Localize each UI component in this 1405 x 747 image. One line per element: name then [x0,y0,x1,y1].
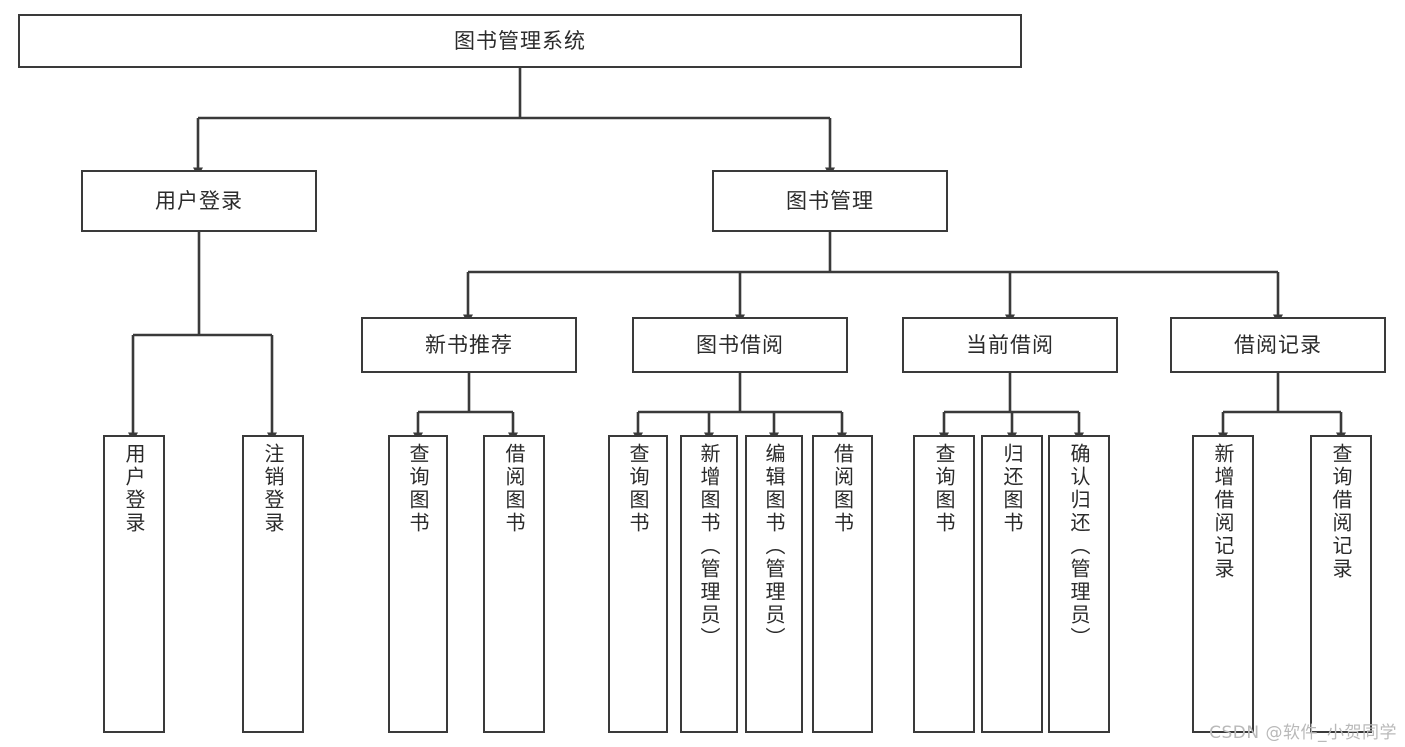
node-label: 借阅图书 [502,443,526,535]
leaf-query-books[interactable]: 查询图书 [608,435,668,733]
node-label: 新书推荐 [425,332,513,357]
node-label: 查询图书 [932,443,956,535]
node-user-login[interactable]: 用户登录 [81,170,317,232]
node-label: 新增图书（管理员） [697,443,721,650]
leaf-query-books-current[interactable]: 查询图书 [913,435,975,733]
node-book-borrow[interactable]: 图书借阅 [632,317,848,373]
leaf-return-books[interactable]: 归还图书 [981,435,1043,733]
node-borrow-record[interactable]: 借阅记录 [1170,317,1386,373]
node-current-borrow[interactable]: 当前借阅 [902,317,1118,373]
node-label: 查询图书 [406,443,430,535]
leaf-add-borrow-record[interactable]: 新增借阅记录 [1192,435,1254,733]
node-label: 确认归还（管理员） [1067,443,1091,650]
node-new-book-recommend[interactable]: 新书推荐 [361,317,577,373]
node-label: 查询借阅记录 [1329,443,1353,581]
leaf-query-books-new[interactable]: 查询图书 [388,435,448,733]
leaf-add-book-admin[interactable]: 新增图书（管理员） [680,435,738,733]
node-label: 归还图书 [1000,443,1024,535]
node-label: 查询图书 [626,443,650,535]
node-label: 用户登录 [155,188,243,213]
node-label: 用户登录 [122,443,146,535]
node-label: 图书管理 [786,188,874,213]
node-label: 注销登录 [261,443,285,535]
leaf-edit-book-admin[interactable]: 编辑图书（管理员） [745,435,803,733]
leaf-logout[interactable]: 注销登录 [242,435,304,733]
node-book-management[interactable]: 图书管理 [712,170,948,232]
node-label: 当前借阅 [966,332,1054,357]
node-label: 借阅图书 [830,443,855,535]
node-label: 新增借阅记录 [1211,443,1235,581]
leaf-confirm-return-admin[interactable]: 确认归还（管理员） [1048,435,1110,733]
leaf-borrow-books[interactable]: 借阅图书 [812,435,873,733]
leaf-borrow-books-new[interactable]: 借阅图书 [483,435,545,733]
node-label: 图书借阅 [696,332,784,357]
node-label: 借阅记录 [1234,332,1322,357]
node-label: 图书管理系统 [454,28,586,53]
leaf-user-login[interactable]: 用户登录 [103,435,165,733]
node-root[interactable]: 图书管理系统 [18,14,1022,68]
node-label: 编辑图书（管理员） [762,443,786,650]
leaf-query-borrow-record[interactable]: 查询借阅记录 [1310,435,1372,733]
